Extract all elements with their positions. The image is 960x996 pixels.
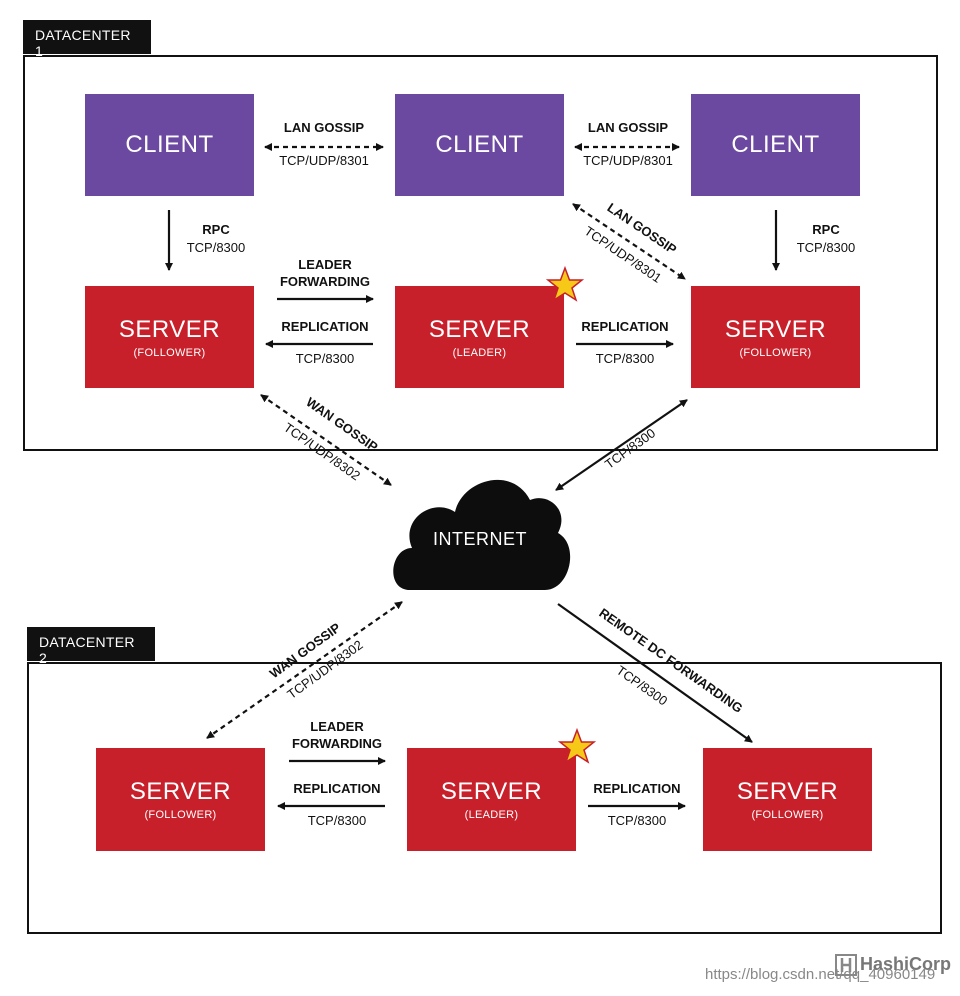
- dc2-server-follower-2: SERVER (FOLLOWER): [703, 748, 872, 851]
- replication-title: REPLICATION: [293, 781, 381, 796]
- node-role: (FOLLOWER): [739, 346, 812, 359]
- dc2-replication-label-right: REPLICATION: [577, 780, 697, 797]
- node-title: SERVER: [440, 778, 543, 805]
- lan-gossip-title: LAN GOSSIP: [283, 120, 365, 135]
- dc1-server-leader: SERVER (LEADER): [395, 286, 564, 388]
- dc2-leader-forwarding-label: LEADER FORWARDING: [277, 718, 397, 752]
- lan-gossip-label-1: LAN GOSSIP: [264, 119, 384, 136]
- hashicorp-logo-icon: [835, 954, 857, 976]
- rpc-label-left: RPC: [176, 221, 256, 238]
- node-title: SERVER: [129, 778, 232, 805]
- datacenter-2-frame: [27, 662, 942, 934]
- replication-title: REPLICATION: [581, 319, 669, 334]
- lan-gossip-label-2: LAN GOSSIP: [570, 119, 686, 136]
- node-role: (FOLLOWER): [751, 809, 824, 821]
- dc1-client-2: CLIENT: [395, 94, 564, 196]
- node-title: SERVER: [118, 315, 221, 343]
- node-title: SERVER: [736, 778, 839, 805]
- lan-gossip-title: LAN GOSSIP: [587, 120, 669, 135]
- dc2-server-follower-1: SERVER (FOLLOWER): [96, 748, 265, 851]
- dc1-server-follower-2: SERVER (FOLLOWER): [691, 286, 860, 388]
- internet-cloud-icon: [393, 479, 571, 590]
- hashicorp-logo-text: HashiCorp: [860, 954, 952, 974]
- dc1-replication-protocol-left: TCP/8300: [295, 351, 355, 366]
- lan-gossip-protocol-1: TCP/UDP/8301: [279, 153, 369, 168]
- node-role: (LEADER): [464, 809, 519, 821]
- rpc-label-right: RPC: [786, 221, 866, 238]
- node-title: SERVER: [724, 315, 827, 343]
- dc1-leader-forwarding-label: LEADER FORWARDING: [265, 256, 385, 290]
- node-title: CLIENT: [125, 131, 214, 158]
- rpc-protocol-right: TCP/8300: [796, 240, 856, 255]
- replication-title: REPLICATION: [593, 781, 681, 796]
- remote-dc-forwarding-arrow: [557, 603, 753, 743]
- leader-star-icon-dc2: [557, 727, 597, 764]
- leader-line: LEADER: [310, 719, 364, 734]
- rpc-protocol-left: TCP/8300: [186, 240, 246, 255]
- datacenter-2-tab: DATACENTER 2: [27, 627, 155, 666]
- dc1-client-3: CLIENT: [691, 94, 860, 196]
- datacenter-1-tab: DATACENTER 1: [23, 20, 151, 59]
- dc1-replication-label-left: REPLICATION: [265, 318, 385, 335]
- datacenter-1-frame: [23, 55, 938, 451]
- rpc-title: RPC: [812, 222, 840, 237]
- dc1-replication-label-right: REPLICATION: [565, 318, 685, 335]
- dc2-replication-protocol-right: TCP/8300: [607, 813, 667, 828]
- lan-gossip-arrow-diagonal: [572, 203, 686, 280]
- node-title: CLIENT: [435, 131, 524, 158]
- leader-star-icon-dc1: [545, 265, 585, 302]
- dc2-replication-label-left: REPLICATION: [277, 780, 397, 797]
- dc1-replication-protocol-right: TCP/8300: [595, 351, 655, 366]
- dc1-server-follower-1: SERVER (FOLLOWER): [85, 286, 254, 388]
- replication-title: REPLICATION: [281, 319, 369, 334]
- tcp-arrow-internet-dc1: [555, 399, 688, 491]
- internet-label: INTERNET: [433, 529, 527, 549]
- rpc-title: RPC: [202, 222, 230, 237]
- dc1-client-1: CLIENT: [85, 94, 254, 196]
- forwarding-line: FORWARDING: [279, 274, 371, 289]
- leader-line: LEADER: [298, 257, 352, 272]
- node-role: (FOLLOWER): [144, 809, 217, 821]
- forwarding-line: FORWARDING: [291, 736, 383, 751]
- node-title: CLIENT: [731, 131, 820, 158]
- node-role: (FOLLOWER): [133, 346, 206, 359]
- watermark-url: https://blog.csdn.net/qq_40960149: [705, 966, 936, 983]
- node-title: SERVER: [428, 315, 531, 343]
- lan-gossip-protocol-2: TCP/UDP/8301: [583, 153, 673, 168]
- dc2-server-leader: SERVER (LEADER): [407, 748, 576, 851]
- dc2-replication-protocol-left: TCP/8300: [307, 813, 367, 828]
- wan-gossip-arrow-bottom: [206, 601, 403, 739]
- node-role: (LEADER): [452, 346, 507, 359]
